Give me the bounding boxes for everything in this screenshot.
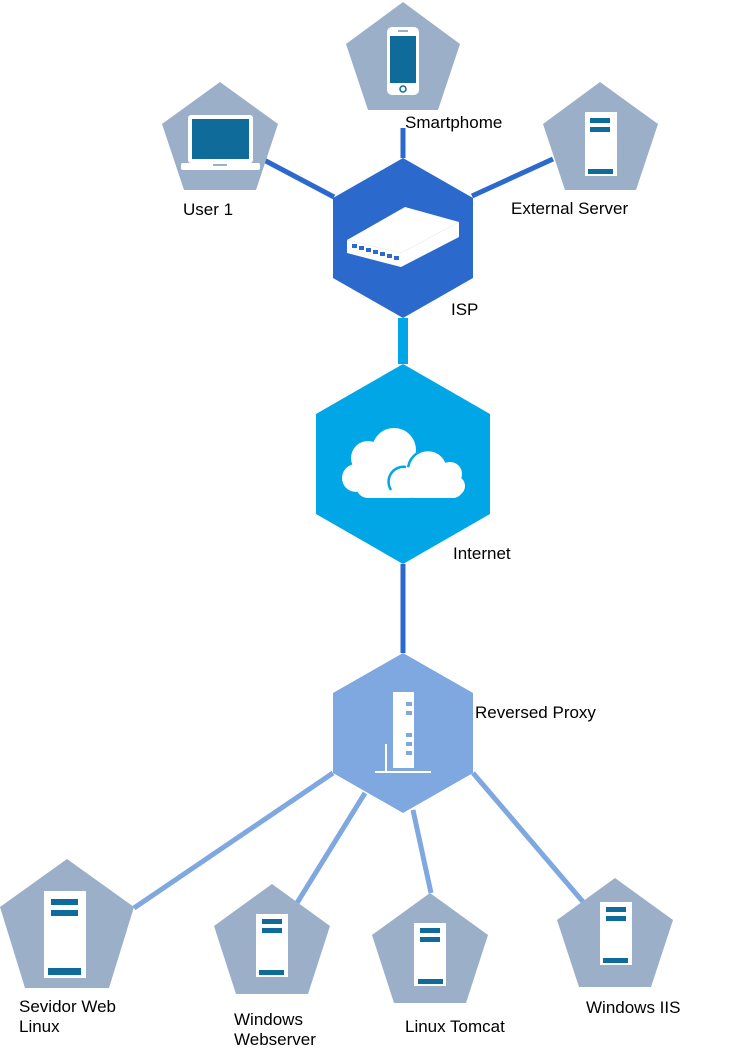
connections bbox=[132, 128, 586, 911]
reverse-proxy-node bbox=[333, 653, 473, 813]
external-server-node bbox=[543, 82, 658, 190]
server-icon bbox=[414, 923, 446, 986]
server-icon bbox=[44, 891, 86, 978]
cloud-icon bbox=[342, 428, 465, 498]
link-proxy-windows-iis bbox=[471, 771, 586, 905]
linux-tomcat-node bbox=[372, 893, 488, 1003]
link-proxy-linux-web bbox=[132, 770, 335, 911]
windows-webserver-label: Windows Webserver bbox=[234, 1010, 316, 1049]
link-external-server-isp bbox=[470, 156, 555, 199]
external-server-label: External Server bbox=[511, 199, 629, 218]
server-icon bbox=[256, 914, 288, 977]
linux-web-label: Sevidor Web Linux bbox=[19, 997, 117, 1036]
server-icon bbox=[585, 112, 617, 176]
server-icon bbox=[600, 902, 632, 965]
linux-web-node bbox=[0, 859, 134, 988]
internet-label: Internet bbox=[453, 544, 511, 563]
smartphone-icon bbox=[387, 27, 419, 95]
user1-node bbox=[162, 82, 278, 190]
link-proxy-windows-webserver bbox=[294, 791, 368, 905]
internet-node bbox=[316, 364, 490, 564]
windows-iis-label: Windows IIS bbox=[586, 998, 681, 1017]
linux-tomcat-label: Linux Tomcat bbox=[405, 1017, 505, 1036]
server-tower-icon bbox=[375, 692, 431, 773]
isp-node bbox=[333, 158, 473, 318]
windows-webserver-node bbox=[214, 884, 330, 994]
user1-label: User 1 bbox=[183, 200, 234, 219]
link-proxy-linux-tomcat bbox=[410, 809, 434, 894]
reverse-proxy-label: Reversed Proxy bbox=[475, 703, 596, 722]
laptop-icon bbox=[181, 115, 260, 170]
smartphone-label: Smartphome bbox=[405, 113, 503, 132]
windows-iis-node bbox=[557, 878, 673, 987]
isp-label: ISP bbox=[451, 300, 479, 319]
smartphone-node bbox=[346, 2, 460, 110]
link-user1-isp bbox=[262, 157, 336, 200]
switch-icon bbox=[347, 207, 459, 267]
